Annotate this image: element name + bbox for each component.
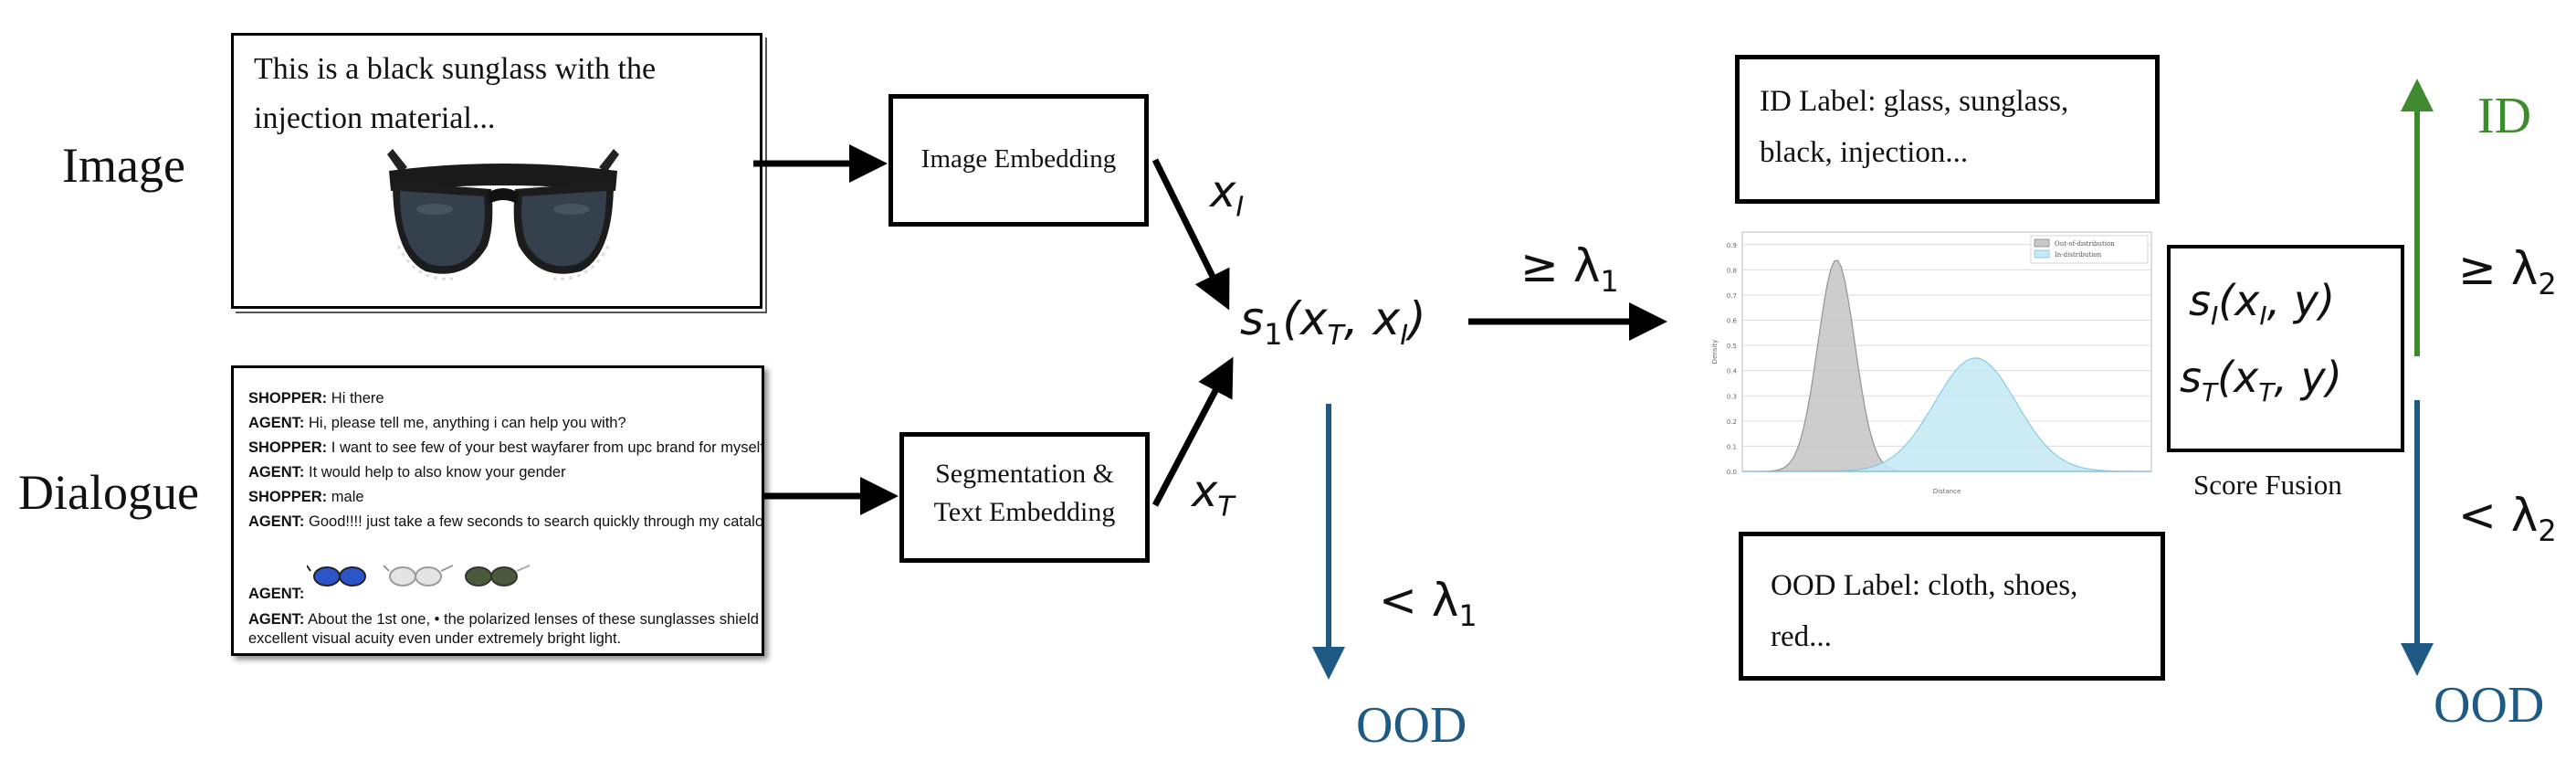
chart-legend-label: Out-of-distribution xyxy=(2055,240,2115,248)
chart-ytick-label: 0.2 xyxy=(1727,418,1737,426)
ge-lambda1-label: ≥ λ1 xyxy=(1520,239,1619,299)
dialogue-line: SHOPPER: I want to see few of your best … xyxy=(248,439,764,456)
arrow-text-embedding-to-s1 xyxy=(1151,356,1234,507)
s-t-score-label: sT(xT, y) xyxy=(2180,353,2342,408)
chart-legend-swatch xyxy=(2034,249,2050,259)
dialogue-row-label: Dialogue xyxy=(18,465,199,520)
chart-legend-swatch xyxy=(2034,238,2050,248)
chart-ytick-label: 0.8 xyxy=(1727,267,1737,274)
chart-legend-box xyxy=(2030,235,2149,264)
sunglass-thumb-silver xyxy=(383,565,454,587)
x-i-label: xI xyxy=(1210,166,1245,224)
sunglasses-image xyxy=(387,149,619,280)
image-row-label: Image xyxy=(62,138,185,193)
image-caption-line1: This is a black sunglass with the xyxy=(254,52,657,86)
chart-ytick-label: 0.3 xyxy=(1727,393,1737,400)
sunglass-thumb-green xyxy=(465,565,531,587)
chart-ytick-label: 0.5 xyxy=(1727,343,1737,350)
text-embedding-label-line1: Segmentation & xyxy=(935,459,1114,489)
chart-y-axis-label: Density xyxy=(1711,340,1719,365)
chart-series-id xyxy=(1742,357,2151,472)
id-label-line2: black, injection... xyxy=(1760,136,1969,169)
chart-legend-label: In-distribution xyxy=(2055,251,2102,259)
score-fusion-box: sI(xI, y) sT(xT, y) xyxy=(2167,245,2404,452)
sunglass-thumb-blue xyxy=(307,565,366,587)
image-embedding-label: Image Embedding xyxy=(920,144,1117,174)
id-label-line1: ID Label: glass, sunglass, xyxy=(1760,85,2069,118)
chart-ytick-label: 0.9 xyxy=(1727,242,1737,249)
score-fusion-label: Score Fusion xyxy=(2193,469,2342,501)
ood-output-right: OOD xyxy=(2434,677,2545,734)
chart-ytick-label: 0.1 xyxy=(1727,443,1737,450)
dialogue-agent-empty: AGENT: xyxy=(248,586,305,602)
text-embedding-box: Segmentation & Text Embedding xyxy=(899,432,1150,563)
s-i-score-label: sI(xI, y) xyxy=(2189,276,2336,332)
x-t-label: xT xyxy=(1192,466,1235,523)
ge-lambda2-label: ≥ λ2 xyxy=(2458,242,2557,301)
image-caption-line2: injection material... xyxy=(254,101,496,135)
arrow-image-embedding-to-s1 xyxy=(1151,158,1230,311)
dialogue-line: AGENT: Good!!!! just take a few seconds … xyxy=(248,513,764,530)
dialogue-line: AGENT: Hi, please tell me, anything i ca… xyxy=(248,415,626,431)
dialogue-lines: SHOPPER: Hi there AGENT: Hi, please tell… xyxy=(248,386,764,534)
id-label-box: ID Label: glass, sunglass, black, inject… xyxy=(1735,55,2160,204)
dialogue-line: AGENT: It would help to also know your g… xyxy=(248,464,566,481)
dialogue-last-line1: AGENT: About the 1st one, • the polarize… xyxy=(248,611,764,628)
ood-label-line2: red... xyxy=(1771,620,1832,653)
ood-label-line1: OOD Label: cloth, shoes, xyxy=(1771,569,2078,602)
ood-output-left: OOD xyxy=(1356,697,1467,754)
dialogue-last-line2: excellent visual acuity even under extre… xyxy=(248,630,622,647)
id-output-right: ID xyxy=(2477,88,2532,144)
chart-ytick-label: 0.0 xyxy=(1727,469,1737,476)
chart-x-axis-label: Distance xyxy=(1933,488,1961,495)
lt-lambda1-label: < λ1 xyxy=(1379,574,1477,633)
lt-lambda2-label: < λ2 xyxy=(2458,489,2557,548)
product-thumbnails xyxy=(307,565,531,587)
dialogue-line: SHOPPER: Hi there xyxy=(248,390,384,407)
chart-ytick-label: 0.6 xyxy=(1727,318,1738,325)
chart-ytick-label: 0.7 xyxy=(1727,292,1737,300)
dialogue-line: SHOPPER: male xyxy=(248,489,364,505)
chart-ytick-label: 0.4 xyxy=(1727,368,1738,375)
s1-score-label: s1(xT, xI) xyxy=(1240,292,1426,352)
image-input-box: This is a black sunglass with the inject… xyxy=(231,33,762,309)
dialogue-input-box: SHOPPER: Hi there AGENT: Hi, please tell… xyxy=(231,365,764,656)
image-embedding-box: Image Embedding xyxy=(888,94,1149,227)
text-embedding-label-line2: Text Embedding xyxy=(933,497,1116,527)
ood-label-box: OOD Label: cloth, shoes, red... xyxy=(1739,532,2165,681)
